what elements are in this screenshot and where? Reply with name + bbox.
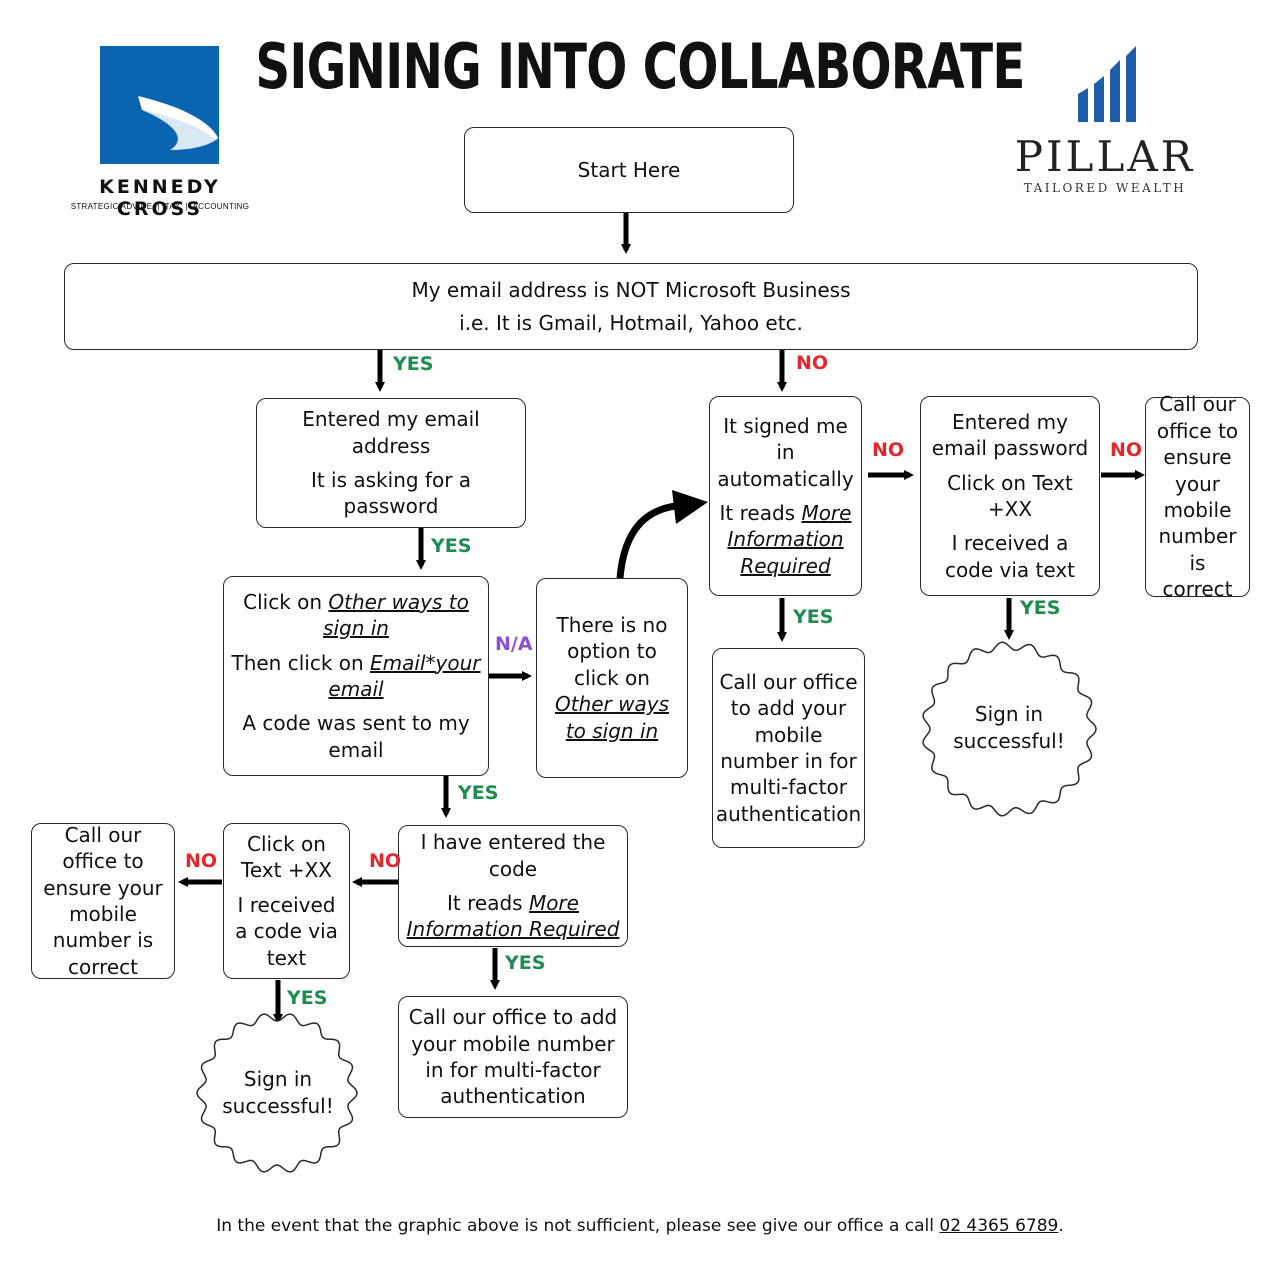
other-ways-link: Other ways to sign in — [323, 589, 469, 641]
call-mfa-bottom-node: Call our office to add your mobile numbe… — [398, 996, 628, 1118]
success-burst-left — [196, 1013, 358, 1173]
click-text-line2: I received a code via text — [235, 892, 338, 970]
entered-password-node: Entered my email password Click on Text … — [920, 396, 1100, 596]
signed-auto-line2: It reads More Information Required — [719, 501, 852, 578]
call-mfa-bottom-text: Call our office to add your mobile numbe… — [408, 1005, 618, 1109]
call-mfa-mid-node: Call our office to add your mobile numbe… — [712, 648, 865, 848]
label-no-4: NO — [369, 850, 402, 872]
entered-email-node: Entered my email address It is asking fo… — [256, 398, 526, 528]
footer-phone-link[interactable]: 02 4365 6789 — [939, 1216, 1059, 1236]
success-burst-right — [922, 641, 1097, 817]
entered-password-line2: Click on Text +XX — [947, 470, 1073, 521]
label-no-2: NO — [872, 439, 905, 461]
entered-code-line1: I have entered the code — [420, 830, 606, 881]
signed-auto-node: It signed me in automatically It reads M… — [709, 396, 862, 596]
call-left-node: Call our office to ensure your mobile nu… — [31, 823, 175, 979]
more-info-link: More Information Required — [727, 501, 852, 578]
footer-note: In the event that the graphic above is n… — [0, 1216, 1280, 1236]
kennedy-cross-name: KENNEDY CROSS — [99, 176, 221, 220]
email-type-line2: i.e. It is Gmail, Hotmail, Yahoo etc. — [459, 310, 803, 335]
label-no-5: NO — [185, 850, 218, 872]
other-ways-node: Click on Other ways to sign in Then clic… — [223, 576, 489, 776]
no-option-text: There is no option to click on Other way… — [554, 613, 669, 743]
more-info-link-2: More Information Required — [406, 891, 620, 942]
success-left-text: Sign in successful! — [222, 1067, 334, 1118]
call-left-text: Call our office to ensure your mobile nu… — [43, 822, 163, 979]
email-type-line1: My email address is NOT Microsoft Busine… — [411, 278, 851, 303]
label-no-1: NO — [796, 352, 829, 374]
entered-code-node: I have entered the code It reads More In… — [398, 825, 628, 947]
no-option-link: Other ways to sign in — [554, 692, 669, 743]
email-link: Email*your email — [328, 650, 481, 701]
kennedy-cross-tagline: STRATEGIC ADVICE | TAX | ACCOUNTING — [70, 202, 250, 211]
start-node-text: Start Here — [577, 157, 681, 182]
start-node: Start Here — [464, 127, 794, 213]
pillar-logo: PILLAR TAILORED WEALTH — [1000, 44, 1210, 204]
other-ways-line1: Click on Other ways to sign in — [243, 589, 469, 641]
click-text-node: Click on Text +XX I received a code via … — [223, 823, 350, 979]
kennedy-cross-logo: KENNEDY CROSS STRATEGIC ADVICE | TAX | A… — [60, 46, 260, 220]
success-right-text: Sign in successful! — [953, 702, 1065, 753]
entered-password-line1: Entered my email password — [931, 409, 1089, 461]
label-yes-2: YES — [431, 535, 472, 557]
label-yes-6: YES — [505, 952, 546, 974]
email-type-node: My email address is NOT Microsoft Busine… — [64, 263, 1198, 350]
page-title: SIGNING INTO COLLABORATE — [255, 30, 1025, 103]
label-yes-3: YES — [793, 606, 834, 628]
entered-code-line2: It reads More Information Required — [406, 891, 620, 942]
label-no-3: NO — [1110, 439, 1143, 461]
footer-text: In the event that the graphic above is n… — [216, 1216, 940, 1236]
label-yes-5: YES — [458, 782, 499, 804]
entered-password-line3: I received a code via text — [944, 531, 1076, 582]
entered-email-line1: Entered my email address — [302, 407, 480, 458]
kennedy-cross-logo-mark — [100, 46, 219, 164]
label-yes-1: YES — [393, 353, 434, 375]
call-right-node: Call our office to ensure your mobile nu… — [1145, 392, 1250, 601]
footer-end: . — [1058, 1216, 1064, 1236]
signed-auto-line1: It signed me in automatically — [717, 413, 854, 491]
entered-email-line2: It is asking for a password — [310, 468, 472, 519]
pillar-name: PILLAR — [1014, 132, 1196, 181]
pillar-tagline: TAILORED WEALTH — [1023, 181, 1187, 195]
label-yes-4: YES — [1020, 597, 1061, 619]
call-mfa-mid-text: Call our office to add your mobile numbe… — [715, 669, 862, 826]
other-ways-line2: Then click on Email*your email — [231, 650, 481, 701]
call-right-text: Call our office to ensure your mobile nu… — [1156, 392, 1239, 602]
no-option-node: There is no option to click on Other way… — [536, 578, 688, 778]
label-yes-7: YES — [287, 987, 328, 1009]
pillar-logo-mark — [1078, 46, 1136, 122]
other-ways-line3: A code was sent to my email — [242, 711, 470, 762]
click-text-line1: Click on Text +XX — [241, 832, 332, 883]
label-na: N/A — [495, 633, 533, 655]
